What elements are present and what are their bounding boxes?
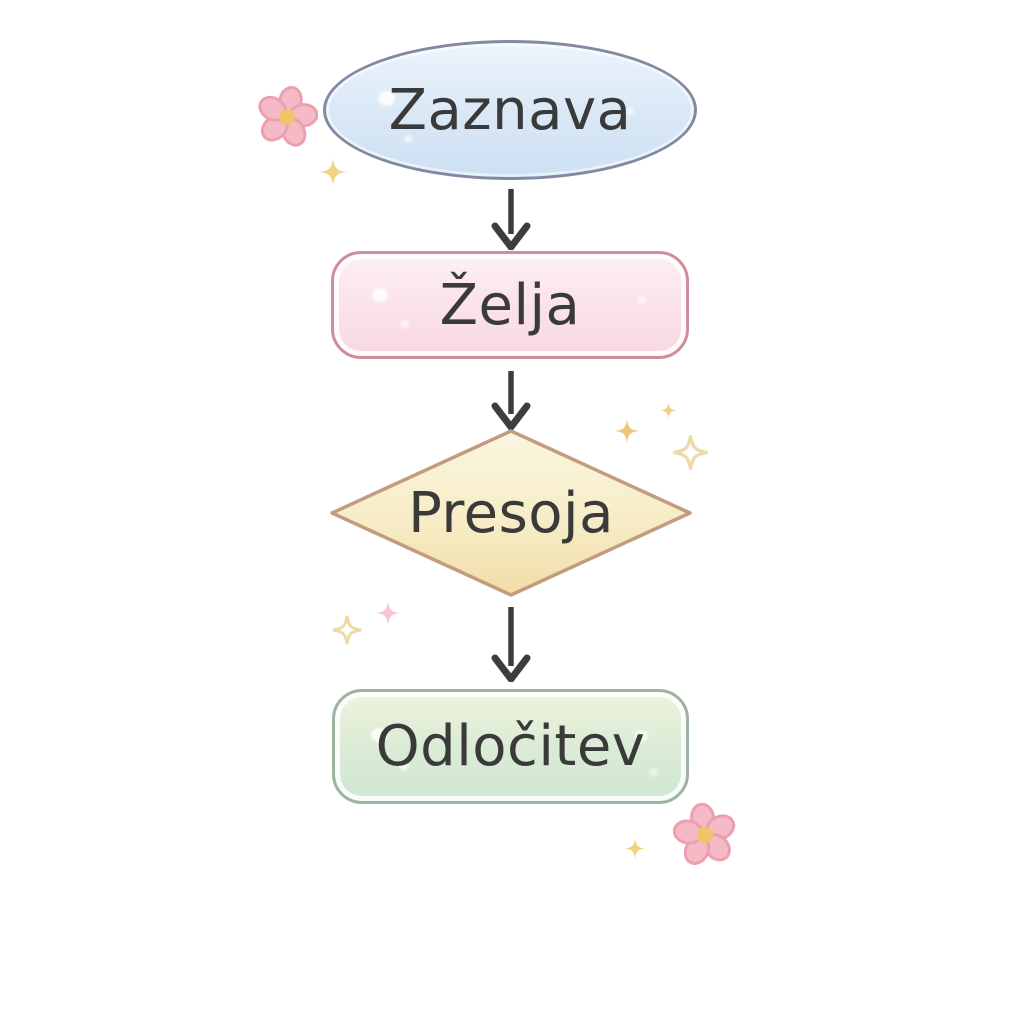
highlight-dot [635, 730, 648, 742]
highlight-dot [372, 288, 388, 302]
sparkle-icon [375, 600, 401, 626]
sparkle-icon [624, 838, 646, 859]
highlight-dot [637, 296, 646, 304]
node-presoja: Presoja [328, 427, 694, 599]
sparkle-icon [614, 418, 640, 444]
sparkle-icon [319, 158, 347, 186]
node-odlocitev: Odločitev [332, 689, 689, 804]
sparkle-icon [332, 615, 362, 645]
sparkle-icon [673, 435, 708, 470]
node-zaznava: Zaznava [323, 40, 697, 180]
flower-icon [258, 86, 318, 147]
arrow-down-zaznava-to-zelja [491, 189, 531, 250]
node-zelja: Želja [331, 251, 689, 359]
flower-icon [673, 803, 736, 865]
highlight-dot [649, 768, 658, 776]
node-presoja-label: Presoja [408, 480, 614, 546]
arrow-down-presoja-to-odlocitev [491, 607, 531, 682]
node-odlocitev-label: Odločitev [375, 714, 646, 779]
highlight-dot [400, 320, 409, 328]
highlight-dot [399, 762, 409, 771]
node-zaznava-label: Zaznava [388, 77, 632, 143]
highlight-dot [626, 107, 634, 115]
diamond-shape [330, 429, 692, 597]
highlight-dot [404, 135, 413, 143]
highlight-dot [371, 728, 387, 742]
arrow-down-zelja-to-presoja [491, 371, 531, 430]
sparkle-icon [660, 402, 677, 419]
node-zelja-label: Želja [439, 272, 581, 338]
highlight-dot [378, 91, 395, 106]
